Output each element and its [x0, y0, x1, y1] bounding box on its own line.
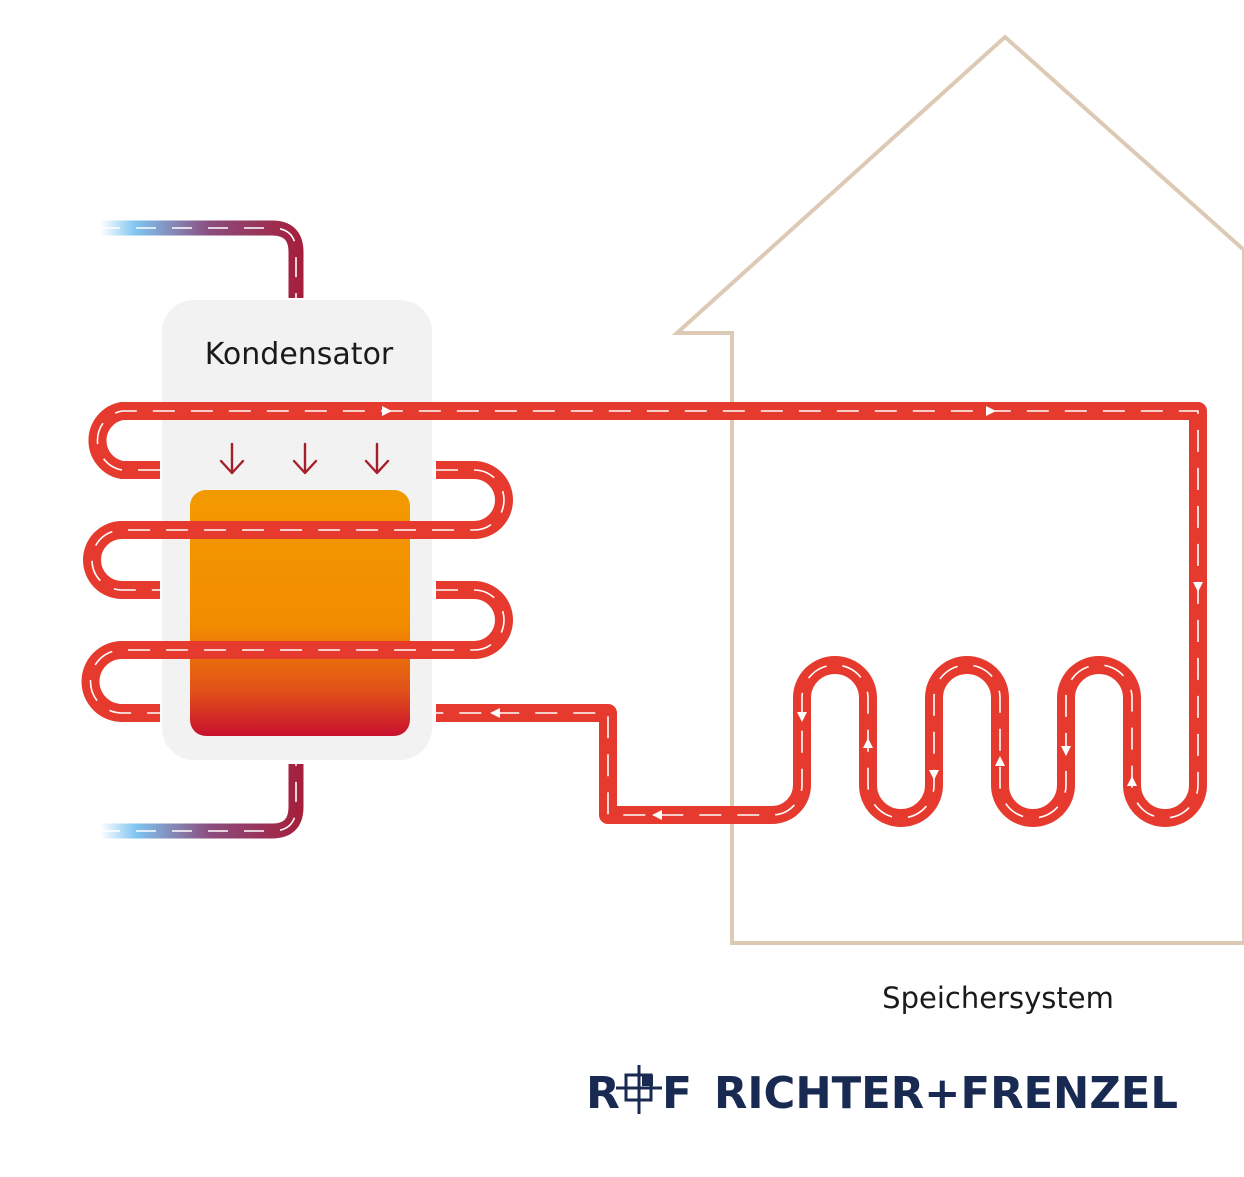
company-name: RICHTER+FRENZEL	[714, 1068, 1178, 1119]
logo-mark-left: R	[586, 1068, 620, 1119]
house-outline	[671, 34, 1244, 945]
storage-system-label: Speichersystem	[882, 981, 1114, 1015]
condenser-label: Kondensator	[205, 337, 394, 372]
down-arrow-icon	[364, 442, 390, 475]
flow-arrow-icon	[797, 712, 807, 722]
logo-mark-right: F	[662, 1068, 692, 1119]
storage-tank	[190, 490, 410, 736]
down-arrow-icon	[219, 442, 245, 475]
flow-arrow-icon	[652, 810, 662, 820]
down-arrow-icon	[292, 442, 318, 475]
flow-arrow-icon	[995, 756, 1005, 766]
flow-arrow-icon	[1061, 746, 1071, 756]
logo-symbol-icon	[616, 1065, 662, 1114]
flow-arrow-icon	[1127, 776, 1137, 786]
flow-arrow-icon	[986, 406, 996, 416]
heating-circuit	[81, 402, 1207, 827]
flow-arrow-icon	[929, 770, 939, 780]
company-logo: R F RICHTER+FRENZEL	[586, 1065, 1178, 1119]
refrigerant-lines	[100, 220, 304, 839]
flow-arrows	[382, 406, 1203, 820]
flow-arrow-icon	[382, 406, 392, 416]
flow-arrow-icon	[863, 738, 873, 748]
heat-transfer-arrows	[219, 442, 390, 475]
flow-arrow-icon	[1193, 582, 1203, 592]
flow-arrow-icon	[490, 708, 500, 718]
